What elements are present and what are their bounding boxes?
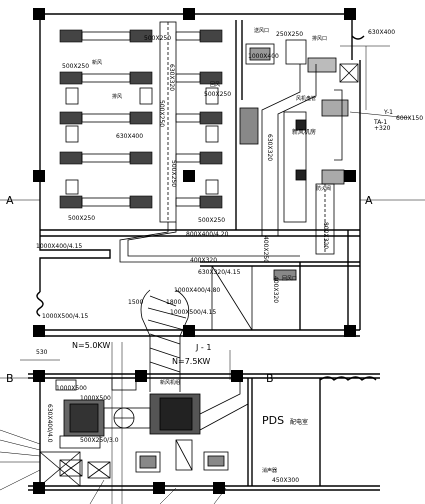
- room-label-ahu: 新风机房: [292, 128, 316, 136]
- dimension-label: 500X250: [198, 217, 225, 224]
- dimension-label: +320: [374, 125, 391, 132]
- dimension-label: 530: [36, 349, 48, 356]
- note-label: 回风: [210, 82, 220, 88]
- dimension-label: 630X400: [116, 133, 143, 140]
- leader-lines: [0, 45, 425, 504]
- dimension-label: 600X150: [396, 115, 423, 122]
- dimension-label: 400X320: [272, 276, 279, 303]
- dimension-label: 500X250: [170, 160, 177, 187]
- dimension-label: 630X400/4.0: [46, 404, 53, 443]
- note-label: 新风机组: [160, 379, 180, 386]
- dimension-label: 800X400/4.20: [186, 231, 229, 238]
- note-label: 消声器: [262, 467, 277, 474]
- note-label: 送风口: [254, 27, 269, 34]
- note-label: 回风口: [282, 276, 297, 282]
- dimension-label: 250X250: [276, 31, 303, 38]
- power-rating-left: N=5.0KW: [72, 341, 110, 350]
- note-label: 排风: [112, 93, 122, 100]
- dimension-label: 500X250: [68, 215, 95, 222]
- note-label: 防火阀: [316, 185, 331, 192]
- dimension-label: 1000X500/4.15: [170, 309, 216, 316]
- dimension-label: 1000X400: [248, 53, 279, 60]
- dimension-label: 500X250: [62, 63, 89, 70]
- dimension-label: 400X320: [190, 257, 217, 264]
- lower-ahu-equipment: [39, 374, 249, 487]
- dimension-label: 1800: [166, 299, 181, 306]
- grid-mark-a-left: A: [6, 194, 14, 207]
- dimension-label: 630X320/4.15: [198, 269, 241, 276]
- room-label-pds: PDS: [262, 414, 284, 427]
- dimension-label: 500X250: [204, 91, 231, 98]
- room-label-pds-sub: 配电室: [290, 418, 308, 426]
- exhaust-shaft: [140, 265, 297, 374]
- dimension-label: TA-1: [373, 119, 387, 126]
- ahu-room-ducts: [239, 39, 359, 255]
- dimension-label: 1000X500: [56, 385, 87, 392]
- grid-mark-j1: J - 1: [195, 343, 211, 352]
- supply-ducts: [65, 21, 300, 263]
- note-label: 新风: [92, 59, 102, 66]
- fan-coil-units: [59, 29, 223, 209]
- grid-mark-b-right: B: [266, 372, 274, 385]
- dimension-label: 1000X500/4.15: [42, 313, 88, 320]
- dimension-label: 800X320: [322, 222, 329, 249]
- dimension-label: 630X320: [168, 64, 175, 91]
- dimension-label: 500X250: [158, 100, 165, 127]
- grid-mark-b-left: B: [6, 372, 14, 385]
- dimension-labels: 630X400 250X250 500X250 500X250 500X250 630X4…: [36, 29, 423, 484]
- dimension-label: 500X250/3.0: [80, 437, 119, 444]
- note-label: 排风口: [312, 35, 327, 42]
- dimension-label: 500X250: [144, 35, 171, 42]
- dimension-label: 450X300: [272, 477, 299, 484]
- grid-mark-a-right: A: [365, 194, 373, 207]
- power-rating-right: N=7.5KW: [172, 357, 210, 366]
- dimension-label: 630X320: [266, 134, 273, 161]
- dimension-label: 1000X500: [80, 395, 111, 402]
- dimension-label: 630X400: [368, 29, 395, 36]
- dimension-label: Y-1: [383, 109, 393, 116]
- dimension-label: 1000X400/4.80: [174, 287, 220, 294]
- dimension-label: 1000X400/4.15: [36, 243, 82, 250]
- dimension-label: 400X250: [262, 236, 269, 263]
- note-label: 风机盘管: [296, 95, 316, 102]
- dimension-label: 1500: [128, 299, 143, 306]
